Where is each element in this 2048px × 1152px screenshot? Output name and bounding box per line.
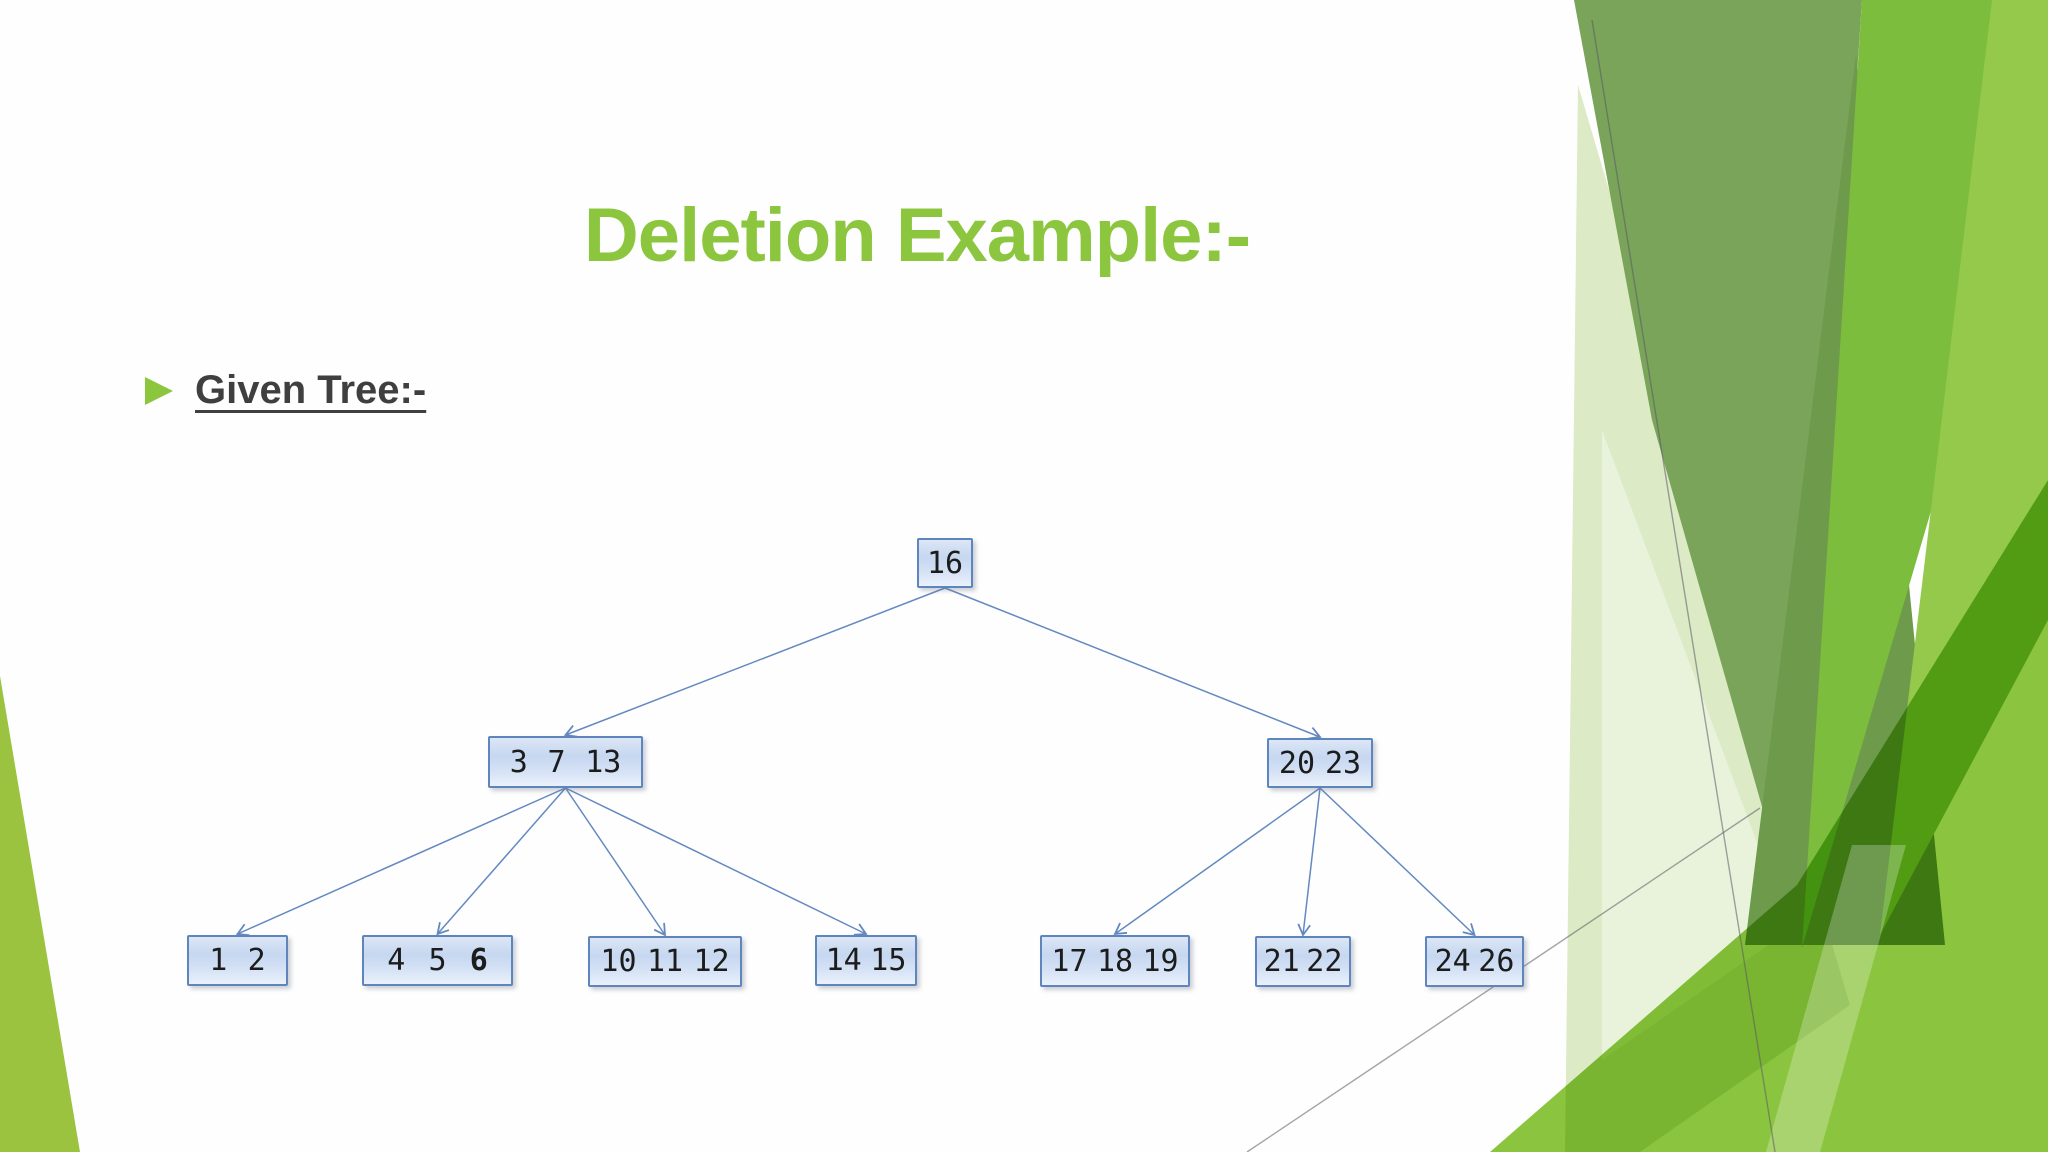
tree-node-key: 23: [1324, 745, 1362, 781]
bullet-row: Given Tree:-: [145, 368, 426, 413]
tree-edge-n2-l5: [1115, 787, 1321, 934]
deco-pale-triangle: [1565, 85, 1850, 1152]
tree-node-key: 15: [870, 943, 907, 978]
tree-edge-n1-l3: [564, 787, 666, 935]
tree-edge-n2-l7: [1319, 787, 1475, 935]
deco-dark-v: [1745, 55, 1945, 945]
tree-node-key: 3: [509, 744, 528, 780]
tree-node-key: 21: [1263, 944, 1300, 979]
tree-node-key: 4: [387, 943, 406, 978]
bullet-label: Given Tree:-: [195, 368, 427, 412]
tree-edge-n1-l4: [565, 787, 867, 934]
deco-olive-band: [1574, 0, 1862, 940]
tree-node-key: 6: [469, 943, 488, 978]
tree-node-key: 14: [825, 943, 862, 978]
tree-node-key: 17: [1051, 943, 1088, 979]
tree-node-key: 12: [693, 944, 730, 979]
tree-edge-n1-l1: [238, 787, 566, 934]
deco-pale-triangle-inner: [1602, 430, 1790, 1060]
tree-node-key: 18: [1096, 943, 1134, 979]
tree-node-key: 20: [1278, 745, 1316, 781]
tree-node-16: 16: [917, 538, 973, 588]
tree-node-key: 11: [646, 944, 684, 979]
tree-edge-root-n2: [944, 587, 1320, 737]
tree-node-key: 5: [428, 943, 447, 978]
tree-edge-n1-l2: [438, 787, 567, 934]
tree-node-10-11-12: 10 11 12: [588, 936, 742, 987]
tree-node-key: 10: [600, 944, 637, 979]
deco-thin-line-vertical: [1591, 19, 1776, 1152]
tree-edge-root-n1: [566, 587, 946, 735]
tree-node-key: 7: [547, 744, 566, 780]
tree-edge-n2-l6: [1303, 787, 1321, 935]
deco-far-right-band: [1880, 0, 2048, 935]
tree-node-key: 2: [247, 943, 266, 978]
deco-light-stripe: [1766, 845, 1906, 1152]
tree-node-key: 1: [209, 943, 228, 978]
tree-node-key: 24: [1434, 944, 1471, 979]
tree-node-key: 26: [1478, 944, 1515, 979]
tree-node-key: 22: [1306, 944, 1343, 979]
deco-left-sliver: [0, 676, 80, 1152]
tree-node-key: 16: [926, 545, 964, 581]
deco-bright-bottom: [1490, 480, 2048, 1152]
deco-right-band: [1802, 0, 2048, 948]
tree-node-key: 13: [585, 744, 622, 780]
slide-title: Deletion Example:-: [583, 193, 1251, 278]
bullet-triangle-icon: [145, 376, 173, 405]
tree-node-key: 19: [1142, 943, 1179, 979]
